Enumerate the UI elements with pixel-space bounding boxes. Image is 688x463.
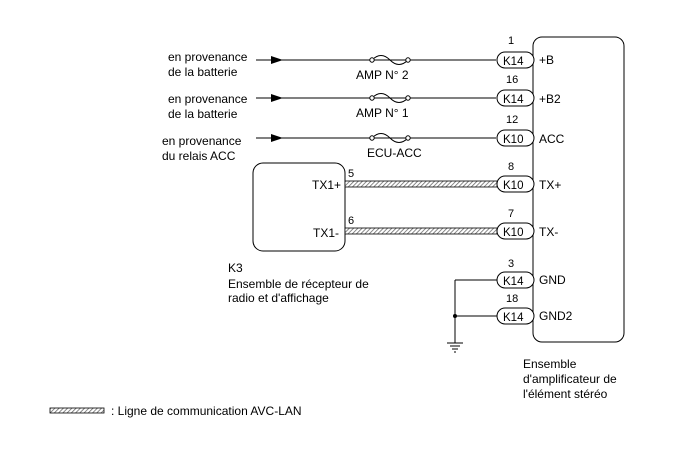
avc-lan-line [344, 180, 498, 188]
source-label-line2: de la batterie [168, 107, 238, 121]
component-name-line3: l'élément stéréo [523, 387, 608, 401]
connector-id: K14 [503, 312, 524, 324]
arrow-icon [271, 56, 283, 64]
fuse-label: ECU-ACC [367, 146, 422, 160]
terminal-label: +B2 [539, 92, 561, 106]
arrow-icon [271, 134, 283, 142]
pin-number: 3 [508, 258, 514, 270]
source-label-line1: en provenance [168, 92, 248, 106]
pin-number: 12 [506, 114, 518, 126]
connector-tag [496, 271, 535, 289]
power-row-3: en provenance du relais ACC ECU-ACC 12 K… [162, 114, 565, 163]
fuse-icon [371, 55, 409, 65]
source-pin: 6 [348, 215, 354, 227]
connector-tag [496, 175, 535, 193]
terminal-label: +B [539, 53, 554, 67]
radio-receiver-label: K3 Ensemble de récepteur de radio et d'a… [228, 261, 369, 305]
legend: : Ligne de communication AVC-LAN [49, 404, 302, 418]
power-row-2: en provenance de la batterie AMP N° 1 16… [168, 74, 561, 121]
ground-icon [447, 342, 463, 353]
source-pin: 5 [348, 168, 354, 180]
legend-swatch [49, 407, 105, 414]
arrow-icon [271, 94, 283, 102]
pin-number: 16 [506, 74, 518, 86]
connector-id: K10 [503, 180, 523, 192]
connector-id: K14 [503, 94, 524, 106]
fuse-icon [371, 133, 409, 143]
component-name-line2: radio et d'affichage [228, 291, 329, 305]
pin-number: 18 [506, 293, 518, 305]
pin-number: 8 [508, 161, 514, 173]
terminal-label: GND2 [539, 309, 573, 323]
source-terminal: TX1- [313, 226, 339, 240]
connector-id: K10 [503, 134, 523, 146]
amplifier-box [532, 36, 625, 343]
legend-text: : Ligne de communication AVC-LAN [111, 404, 302, 418]
comm-row-tx-plus: TX1+ 5 8 K10 TX+ [312, 161, 561, 193]
ground-row-gnd2: 18 K14 GND2 [496, 293, 573, 325]
source-terminal: TX1+ [312, 178, 341, 192]
ground-row-gnd: 3 K14 GND [496, 258, 566, 289]
connector-tag [496, 129, 535, 147]
comm-row-tx-minus: TX1- 6 7 K10 TX- [313, 208, 558, 240]
fuse-label: AMP N° 1 [356, 106, 409, 120]
component-code: K3 [228, 261, 243, 275]
connector-id: K14 [503, 276, 524, 288]
connector-tag [496, 89, 535, 107]
source-label-line2: de la batterie [168, 65, 238, 79]
connector-tag [496, 307, 535, 325]
source-label-line1: en provenance [168, 50, 248, 64]
fuse-label: AMP N° 2 [356, 68, 409, 82]
terminal-label: ACC [539, 132, 565, 146]
component-name-line1: Ensemble de récepteur de [228, 277, 369, 291]
component-name-line2: d'amplificateur de [523, 372, 617, 386]
ground-wiring [447, 279, 497, 353]
source-label-line1: en provenance [162, 134, 242, 148]
amplifier-label: Ensemble d'amplificateur de l'élément st… [523, 357, 617, 401]
pin-number: 7 [508, 208, 514, 220]
avc-lan-line [344, 227, 498, 235]
terminal-label: TX+ [539, 178, 561, 192]
source-label-line2: du relais ACC [162, 149, 236, 163]
fuse-icon [371, 93, 409, 103]
power-row-1: en provenance de la batterie AMP N° 2 1 … [168, 35, 554, 82]
radio-receiver-box [252, 162, 346, 252]
pin-number: 1 [508, 35, 514, 47]
connector-tag [496, 222, 535, 240]
connector-id: K14 [503, 56, 524, 68]
connector-tag [496, 51, 535, 69]
terminal-label: GND [539, 273, 566, 287]
terminal-label: TX- [539, 225, 558, 239]
component-name-line1: Ensemble [523, 357, 577, 371]
connector-id: K10 [503, 227, 523, 239]
